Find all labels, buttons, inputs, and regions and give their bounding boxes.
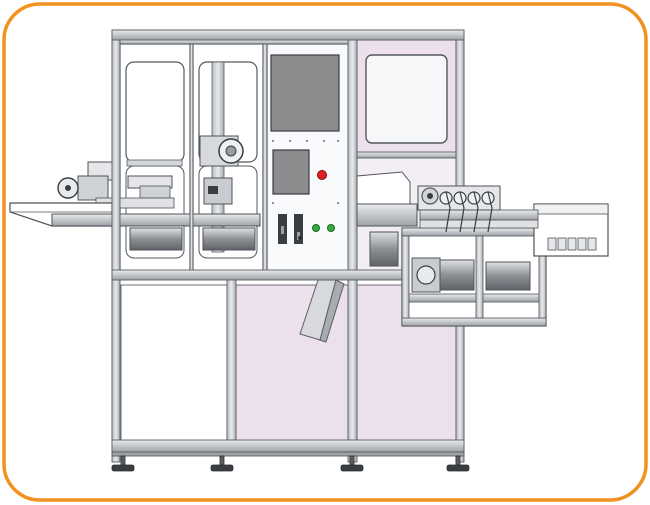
- frame-profiles: [111, 29, 465, 463]
- emergency-stop-icon: [317, 170, 327, 180]
- lower-left-panel: [120, 284, 228, 444]
- green-indicator-icon: [327, 224, 335, 232]
- internal-mechanism: [57, 61, 256, 253]
- leveling-feet: [111, 455, 470, 472]
- outfeed-unit: [356, 171, 609, 327]
- toggle-switch-icon: [294, 214, 303, 244]
- control-box: [272, 149, 310, 195]
- infeed-table: [9, 202, 261, 227]
- hmi-screen: [270, 54, 340, 132]
- upper-right-window: [365, 54, 448, 144]
- green-indicator-icon: [312, 224, 320, 232]
